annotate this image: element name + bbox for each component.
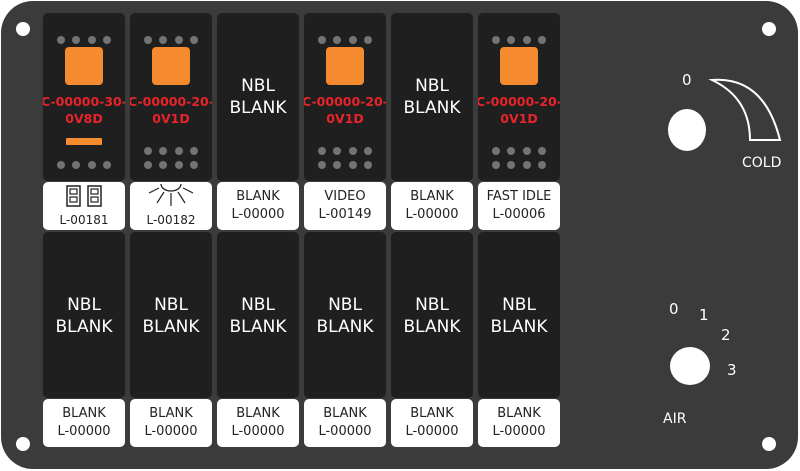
- label-code: L-00149: [318, 207, 372, 222]
- legend-label-10: BLANK L-00000: [304, 399, 386, 447]
- label-name: BLANK: [149, 406, 193, 421]
- switch-code: C-00000-20-0V1D: [478, 94, 560, 126]
- legend-label-11: BLANK L-00000: [391, 399, 473, 447]
- label-name: VIDEO: [324, 189, 366, 204]
- legend-label-12: BLANK L-00000: [478, 399, 560, 447]
- label-code: L-00000: [405, 424, 459, 439]
- led-dots-top: [492, 36, 546, 44]
- label-name: BLANK: [236, 406, 280, 421]
- indicator-bar: [66, 138, 102, 145]
- nbl-line-2: BLANK: [229, 98, 287, 118]
- switch-code: C-00000-20-0V1D: [304, 94, 386, 126]
- label-code: L-00000: [144, 424, 198, 439]
- led-dots-bottom: [144, 147, 198, 155]
- legend-label-6: FAST IDLE L-00006: [478, 182, 560, 230]
- label-name: BLANK: [497, 406, 541, 421]
- legend-label-7: BLANK L-00000: [43, 399, 125, 447]
- air-label: AIR: [663, 411, 687, 427]
- label-code: L-00000: [492, 424, 546, 439]
- temp-cold-label: COLD: [742, 155, 782, 171]
- label-name: BLANK: [410, 406, 454, 421]
- label-code: L-00000: [57, 424, 111, 439]
- rocker-switch-4[interactable]: C-00000-20-0V1D: [304, 13, 386, 181]
- air-position-1: 1: [699, 306, 709, 324]
- air-position-0: 0: [669, 300, 679, 318]
- rocker-switch-6[interactable]: C-00000-20-0V1D: [478, 13, 560, 181]
- legend-label-8: BLANK L-00000: [130, 399, 212, 447]
- label-code: L-00000: [231, 424, 285, 439]
- mount-hole-bottom-right: [762, 437, 776, 451]
- led-dots-top: [144, 36, 198, 44]
- led-dots-top: [318, 36, 372, 44]
- indicator-lamp: [500, 47, 538, 85]
- label-code: L-00181: [59, 213, 109, 227]
- mount-hole-top-right: [762, 22, 776, 36]
- led-dots-bottom-2: [144, 161, 198, 169]
- air-knob[interactable]: [670, 347, 710, 385]
- label-code: L-00000: [405, 207, 459, 222]
- indicator-lamp: [152, 47, 190, 85]
- mount-hole-bottom-left: [16, 437, 30, 451]
- mount-hole-top-left: [16, 22, 30, 36]
- label-code: L-00000: [318, 424, 372, 439]
- label-name: BLANK: [323, 406, 367, 421]
- air-position-2: 2: [721, 326, 731, 344]
- legend-label-1: L-00181: [43, 182, 125, 230]
- label-name: BLANK: [410, 189, 454, 204]
- led-dots-bottom-2: [318, 161, 372, 169]
- led-dots-bottom: [318, 147, 372, 155]
- switch-code: C-00000-30-0V8D: [43, 94, 125, 126]
- led-dots-bottom-2: [492, 161, 546, 169]
- cold-wedge-icon: [708, 78, 782, 141]
- seat-icon: [66, 185, 102, 207]
- indicator-lamp: [65, 47, 103, 85]
- legend-label-2: L-00182: [130, 182, 212, 230]
- light-beam-icon: [148, 183, 194, 206]
- rocker-switch-2[interactable]: C-00000-20-0V1D: [130, 13, 212, 181]
- label-code: L-00006: [492, 207, 546, 222]
- label-code: L-00182: [146, 213, 196, 227]
- indicator-lamp: [326, 47, 364, 85]
- legend-label-9: BLANK L-00000: [217, 399, 299, 447]
- legend-label-3: BLANK L-00000: [217, 182, 299, 230]
- led-dots-bottom: [57, 161, 111, 169]
- led-dots-bottom: [492, 147, 546, 155]
- label-code: L-00000: [231, 207, 285, 222]
- switch-code: C-00000-20-0V1D: [130, 94, 212, 126]
- label-name: BLANK: [236, 189, 280, 204]
- air-position-3: 3: [727, 361, 737, 379]
- label-name: BLANK: [62, 406, 106, 421]
- led-dots-top: [57, 36, 111, 44]
- label-name: FAST IDLE: [486, 189, 552, 204]
- temp-zero-label: 0: [682, 71, 692, 89]
- legend-label-4: VIDEO L-00149: [304, 182, 386, 230]
- rocker-switch-1[interactable]: C-00000-30-0V8D: [43, 13, 125, 181]
- temperature-knob[interactable]: [668, 109, 706, 151]
- legend-label-5: BLANK L-00000: [391, 182, 473, 230]
- nbl-line-1: NBL: [241, 76, 275, 96]
